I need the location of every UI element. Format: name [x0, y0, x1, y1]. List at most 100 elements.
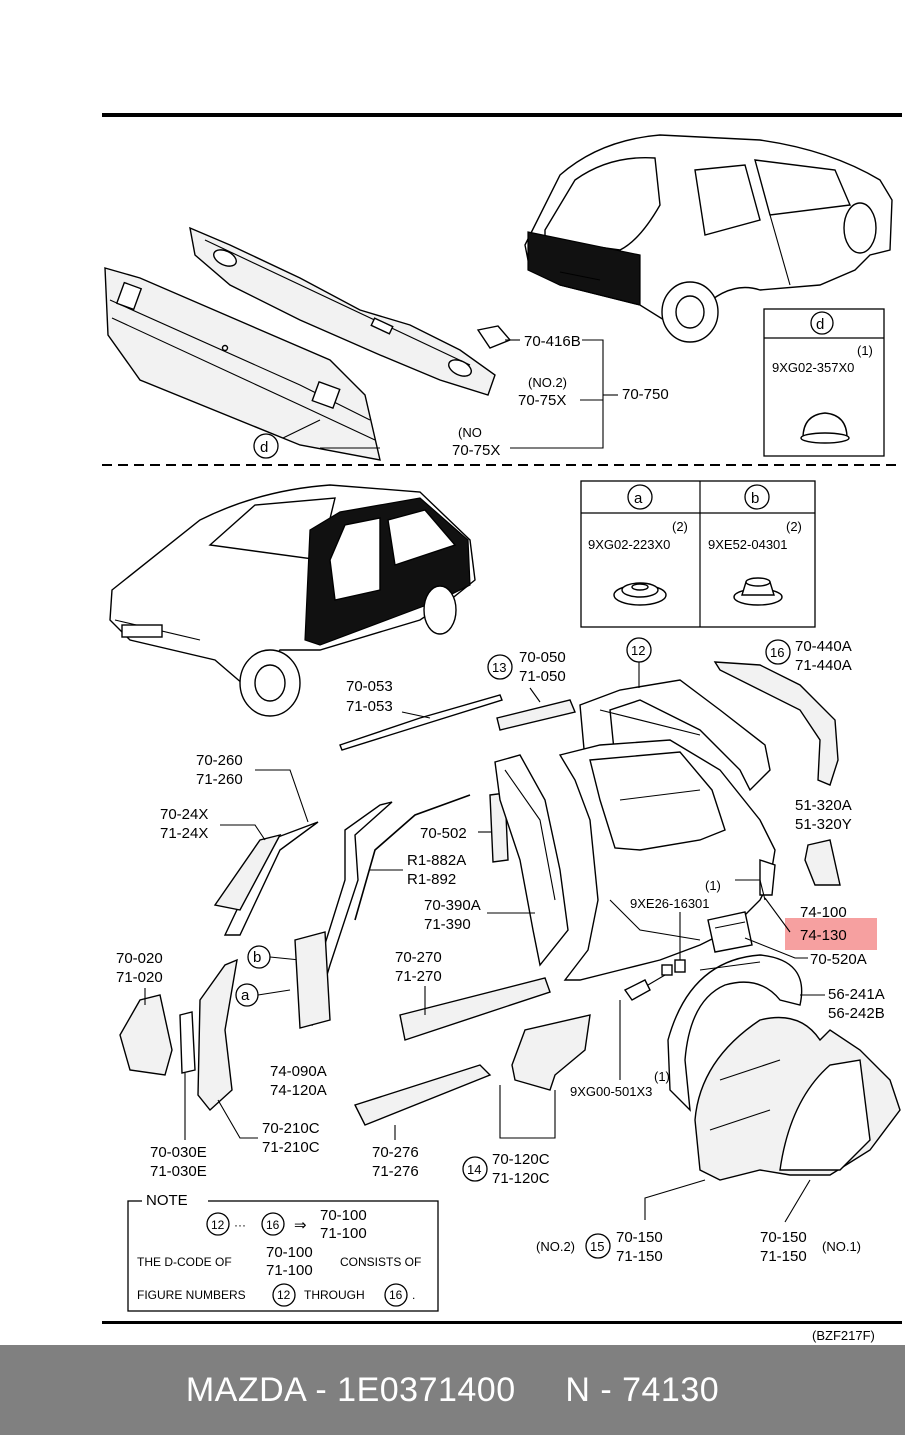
callout-74-100: 74-100: [800, 904, 847, 921]
rear-end-panel: [104, 267, 381, 461]
box-a-part: 9XG02-223X0: [588, 537, 670, 552]
callout-no1: (NO.1): [822, 1239, 861, 1254]
note-line3-d: 16: [389, 1288, 403, 1302]
rear-cross-member: [189, 226, 496, 396]
wheelhouse-liner: [667, 954, 803, 1112]
callout-9XE26-16301: 9XE26-16301: [630, 896, 710, 911]
callout-70-150-a: 70-150: [616, 1229, 663, 1246]
sill-70-270: [399, 977, 551, 1041]
note-box: [127, 1200, 439, 1312]
callout-71-270: 71-270: [395, 968, 442, 985]
callout-74-130: 74-130: [800, 927, 847, 944]
inner-wheelhouse: [694, 1016, 901, 1181]
fuel-lid-74-130: [707, 911, 753, 953]
note-line3-b: 12: [277, 1288, 291, 1302]
box-b-qty: (2): [786, 519, 802, 534]
front-car-illustration: [109, 484, 476, 717]
footer-part-number: MAZDA - 1E0371400 N - 74130: [185, 1370, 720, 1409]
top-leader-lines: [282, 339, 618, 449]
callout-71-24X: 71-24X: [160, 825, 208, 842]
callout-56-242B: 56-242B: [828, 1005, 885, 1022]
box-d-qty: (1): [857, 343, 873, 358]
part-51-320A: [804, 839, 841, 886]
bracket-70-416B: [476, 325, 512, 349]
callout-56-241A: 56-241A: [828, 986, 885, 1003]
note-code2: 71-100: [320, 1225, 367, 1242]
callout-71-050: 71-050: [519, 668, 566, 685]
circle-16: 16: [770, 645, 784, 660]
rear-car-illustration: [524, 134, 893, 343]
callout-71-390: 71-390: [424, 916, 471, 933]
callout-71-120C: 71-120C: [492, 1170, 550, 1187]
callout-no2: (NO.2): [528, 375, 567, 390]
part-70-030E: [179, 1011, 196, 1074]
callout-51-320Y: 51-320Y: [795, 816, 852, 833]
box-b-letter: b: [751, 490, 759, 507]
circle-d-top: d: [260, 439, 268, 456]
pillar-70-390A: [494, 754, 569, 967]
note-dots: ···: [234, 1218, 246, 1232]
circle-b: b: [253, 949, 261, 966]
callout-70-210C: 70-210C: [262, 1120, 320, 1137]
part-70-120C: [511, 1014, 591, 1091]
note-code1: 70-100: [320, 1207, 367, 1224]
callout-70-502: 70-502: [420, 825, 467, 842]
box-d-part: 9XG02-357X0: [772, 360, 854, 375]
callout-71-276: 71-276: [372, 1163, 419, 1180]
note-arrow: ⇒: [294, 1217, 307, 1234]
callout-70-150-b: 70-150: [760, 1229, 807, 1246]
callout-highlight: [785, 918, 877, 950]
callout-70-520A: 70-520A: [810, 951, 867, 968]
rail-70-050: [496, 699, 576, 731]
rear-gutter-70-440A: [713, 661, 839, 786]
callout-70-440A: 70-440A: [795, 638, 852, 655]
callout-70-053: 70-053: [346, 678, 393, 695]
circle-a: a: [241, 987, 250, 1004]
callout-71-150-a: 71-150: [616, 1248, 663, 1265]
box-d: [763, 308, 885, 457]
callout-70-260: 70-260: [196, 752, 243, 769]
callout-71-260: 71-260: [196, 771, 243, 788]
note-title: NOTE: [146, 1192, 188, 1209]
note-line2-d: CONSISTS OF: [340, 1255, 421, 1269]
callout-71-053: 71-053: [346, 698, 393, 715]
callout-no: (NO: [458, 425, 482, 440]
callout-70-276: 70-276: [372, 1144, 419, 1161]
part-70-276: [354, 1064, 492, 1126]
top-rule: [102, 113, 902, 117]
callout-71-150-b: 71-150: [760, 1248, 807, 1265]
callout-51-320A: 51-320A: [795, 797, 852, 814]
callout-R1-882A: R1-882A: [407, 852, 466, 869]
callout-74-120A: 74-120A: [270, 1082, 327, 1099]
note-line2-a: THE D-CODE OF: [137, 1255, 232, 1269]
note-to: 16: [266, 1218, 280, 1232]
circle-14: 14: [467, 1162, 481, 1177]
callout-70-750: 70-750: [622, 386, 669, 403]
weatherstrip-b: [354, 794, 471, 921]
callout-70-270: 70-270: [395, 949, 442, 966]
callout-70-75X-b: 70-75X: [452, 442, 500, 459]
box-d-letter: d: [816, 316, 824, 333]
callout-70-390A: 70-390A: [424, 897, 481, 914]
part-70-020: [119, 994, 173, 1076]
box-a-qty: (2): [672, 519, 688, 534]
callout-71-020: 71-020: [116, 969, 163, 986]
box-b-part: 9XE52-04301: [708, 537, 788, 552]
box-ab: [580, 480, 816, 628]
note-from: 12: [211, 1218, 225, 1232]
box-a-letter: a: [634, 490, 643, 507]
note-line3-a: FIGURE NUMBERS: [137, 1288, 246, 1302]
callout-70-416B: 70-416B: [524, 333, 581, 350]
note-line3-c: THROUGH: [304, 1288, 365, 1302]
circle-12: 12: [631, 643, 645, 658]
circle-15: 15: [590, 1239, 604, 1254]
callout-74-090A: 74-090A: [270, 1063, 327, 1080]
callout-71-030E: 71-030E: [150, 1163, 207, 1180]
callout-70-030E: 70-030E: [150, 1144, 207, 1161]
note-line3-e: .: [412, 1288, 415, 1302]
callout-9XG00-501X3: 9XG00-501X3: [570, 1084, 652, 1099]
figure-code: (BZF217F): [812, 1328, 875, 1343]
callout-71-210C: 71-210C: [262, 1139, 320, 1156]
part-70-24X: [213, 833, 282, 911]
callout-1-a: (1): [705, 878, 721, 893]
